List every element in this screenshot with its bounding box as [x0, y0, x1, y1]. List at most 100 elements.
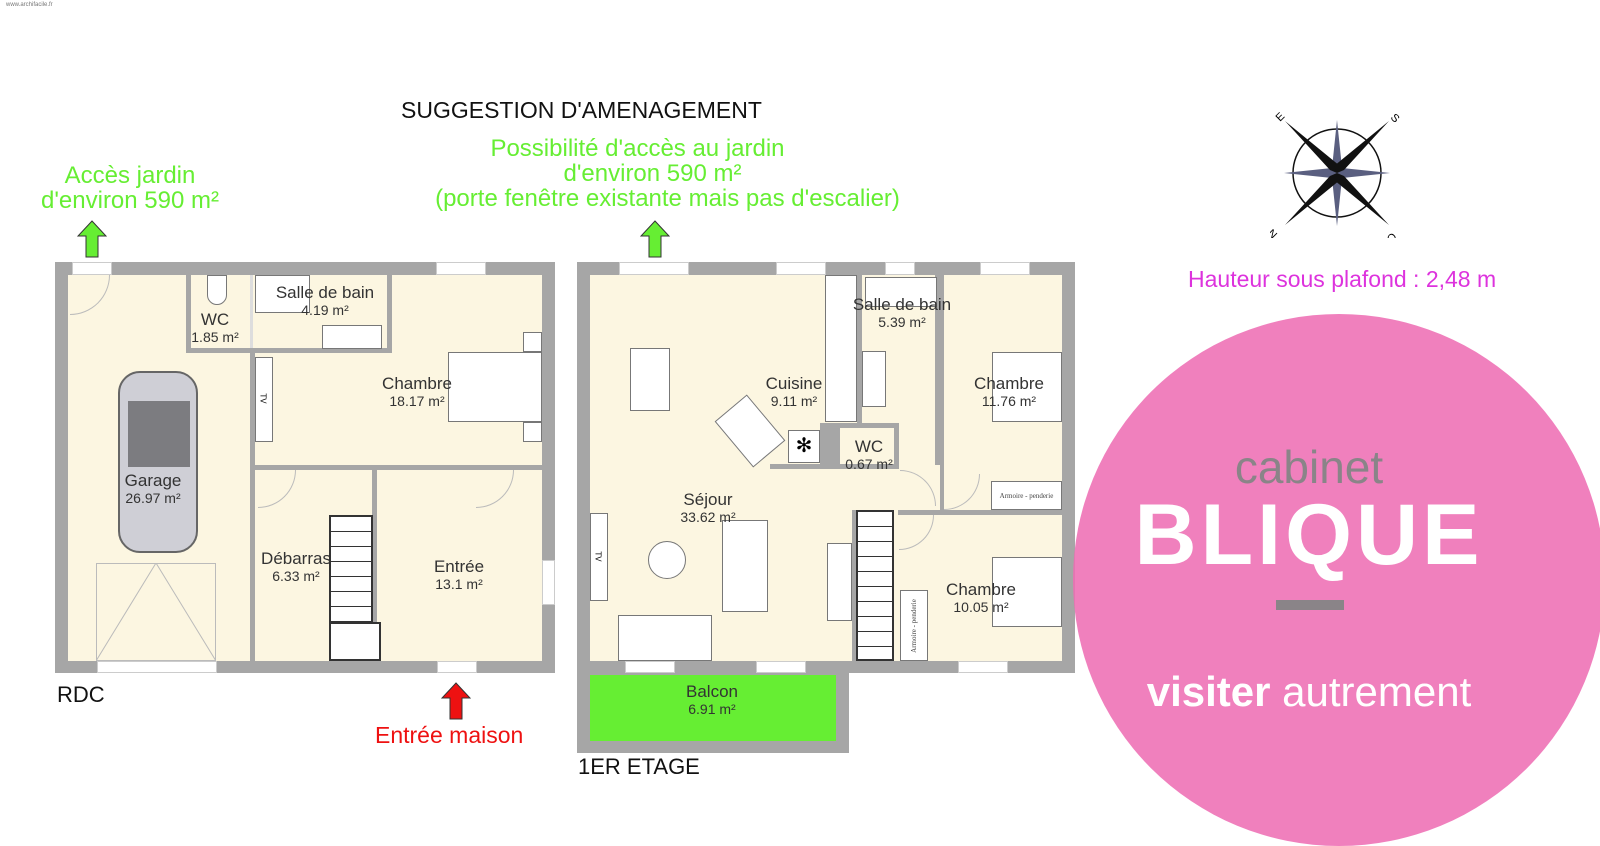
- bed-icon: [448, 352, 542, 422]
- logo-tagline-visiter: visiter: [1146, 668, 1271, 715]
- wall: [940, 275, 944, 511]
- room-name: Entrée: [433, 557, 485, 576]
- wall: [186, 272, 191, 353]
- tv-label: TV: [258, 393, 268, 404]
- compass-rose-icon: E S N O: [1270, 110, 1402, 238]
- wall: [898, 510, 1062, 515]
- garage-door-outline: [96, 563, 216, 661]
- double-sink-icon: [322, 325, 382, 349]
- logo-underline: [1276, 600, 1344, 610]
- garden-center-line2: d'environ 590 m²: [563, 160, 742, 187]
- room-area: 26.97 m²: [125, 490, 181, 506]
- kitchen-counter: [825, 275, 857, 422]
- ceiling-height: Hauteur sous plafond : 2,48 m: [1188, 266, 1497, 292]
- room-name: Chambre: [946, 580, 1016, 599]
- garage-door[interactable]: [97, 661, 217, 673]
- wall: [820, 423, 840, 468]
- double-sink-icon: [862, 351, 886, 407]
- logo-tagline-autrement: autrement: [1282, 668, 1472, 715]
- room-name: Cuisine: [765, 374, 823, 393]
- balcony-floor: [590, 675, 836, 741]
- wall: [894, 423, 899, 469]
- wall: [372, 470, 377, 661]
- tv-label: TV: [593, 551, 603, 562]
- window: [436, 262, 486, 275]
- compass-label-e: E: [1274, 110, 1288, 124]
- room-area: 0.67 m²: [845, 456, 893, 472]
- nightstand: [523, 332, 542, 352]
- wall: [250, 275, 253, 348]
- logo-tagline: visiter autrement: [1043, 668, 1575, 716]
- room-name: Salle de bain: [275, 283, 375, 302]
- wardrobe-label: Armoire - penderie: [910, 598, 918, 653]
- compass-label-o: O: [1384, 230, 1399, 238]
- window: [756, 661, 806, 673]
- room-area: 13.1 m²: [435, 576, 483, 592]
- room-area: 6.91 m²: [688, 701, 736, 717]
- garden-center-line3: (porte fenêtre existante mais pas d'esca…: [435, 185, 900, 212]
- staircase-etage: [856, 510, 894, 661]
- garden-arrow-center-icon: [640, 220, 670, 258]
- window: [958, 661, 1008, 673]
- window: [625, 661, 675, 673]
- window: [542, 560, 555, 605]
- cabinet-blique-logo: cabinet BLIQUE visiter autrement: [1073, 314, 1600, 846]
- car-icon: [118, 371, 198, 553]
- window: [885, 262, 915, 275]
- room-area: 11.76 m²: [981, 393, 1037, 409]
- french-window[interactable]: [619, 262, 689, 275]
- front-door[interactable]: [437, 661, 477, 673]
- wall: [935, 275, 940, 465]
- room-area: 4.19 m²: [301, 302, 349, 318]
- wall: [852, 510, 856, 661]
- wall: [387, 272, 392, 353]
- wall: [770, 464, 898, 469]
- window: [980, 262, 1030, 275]
- dining-table: [630, 348, 670, 411]
- wardrobe-2: Armoire - penderie: [900, 590, 928, 661]
- compass-label-n: N: [1270, 226, 1280, 238]
- wardrobe-1: Armoire - penderie: [991, 481, 1062, 510]
- room-name: Balcon: [686, 682, 738, 701]
- compass-label-s: S: [1388, 112, 1402, 126]
- window: [776, 262, 826, 275]
- garden-left-line2: d'environ 590 m²: [40, 187, 219, 214]
- tv-unit: TV: [255, 357, 273, 442]
- rdc-label: RDC: [57, 682, 105, 707]
- room-name: Débarras: [261, 549, 331, 568]
- sofa: [618, 615, 712, 661]
- bed-icon: [992, 352, 1062, 422]
- room-name: Chambre: [974, 374, 1044, 393]
- fridge-icon: ✻: [788, 430, 820, 463]
- page-title: SUGGESTION D'AMENAGEMENT: [401, 97, 762, 123]
- watermark: www.archifacile.fr: [6, 2, 53, 8]
- wall: [255, 465, 542, 470]
- room-area: 1.85 m²: [191, 329, 239, 345]
- room-name: Salle de bain: [852, 295, 952, 314]
- wardrobe-label: Armoire - penderie: [999, 491, 1054, 500]
- room-area: 5.39 m²: [878, 314, 926, 330]
- room-area: 6.33 m²: [272, 568, 320, 584]
- garden-access-left: Accès jardin d'environ 590 m²: [40, 163, 220, 213]
- room-area: 10.05 m²: [953, 599, 1009, 615]
- room-area: 33.62 m²: [680, 509, 736, 525]
- entrance-arrow-icon: [441, 682, 471, 720]
- wall: [857, 275, 862, 425]
- room-name: Garage: [124, 471, 182, 490]
- bathtub-icon: [865, 277, 937, 307]
- toilet-icon: [207, 275, 227, 305]
- wall: [250, 353, 255, 661]
- garden-arrow-left-icon: [77, 220, 107, 258]
